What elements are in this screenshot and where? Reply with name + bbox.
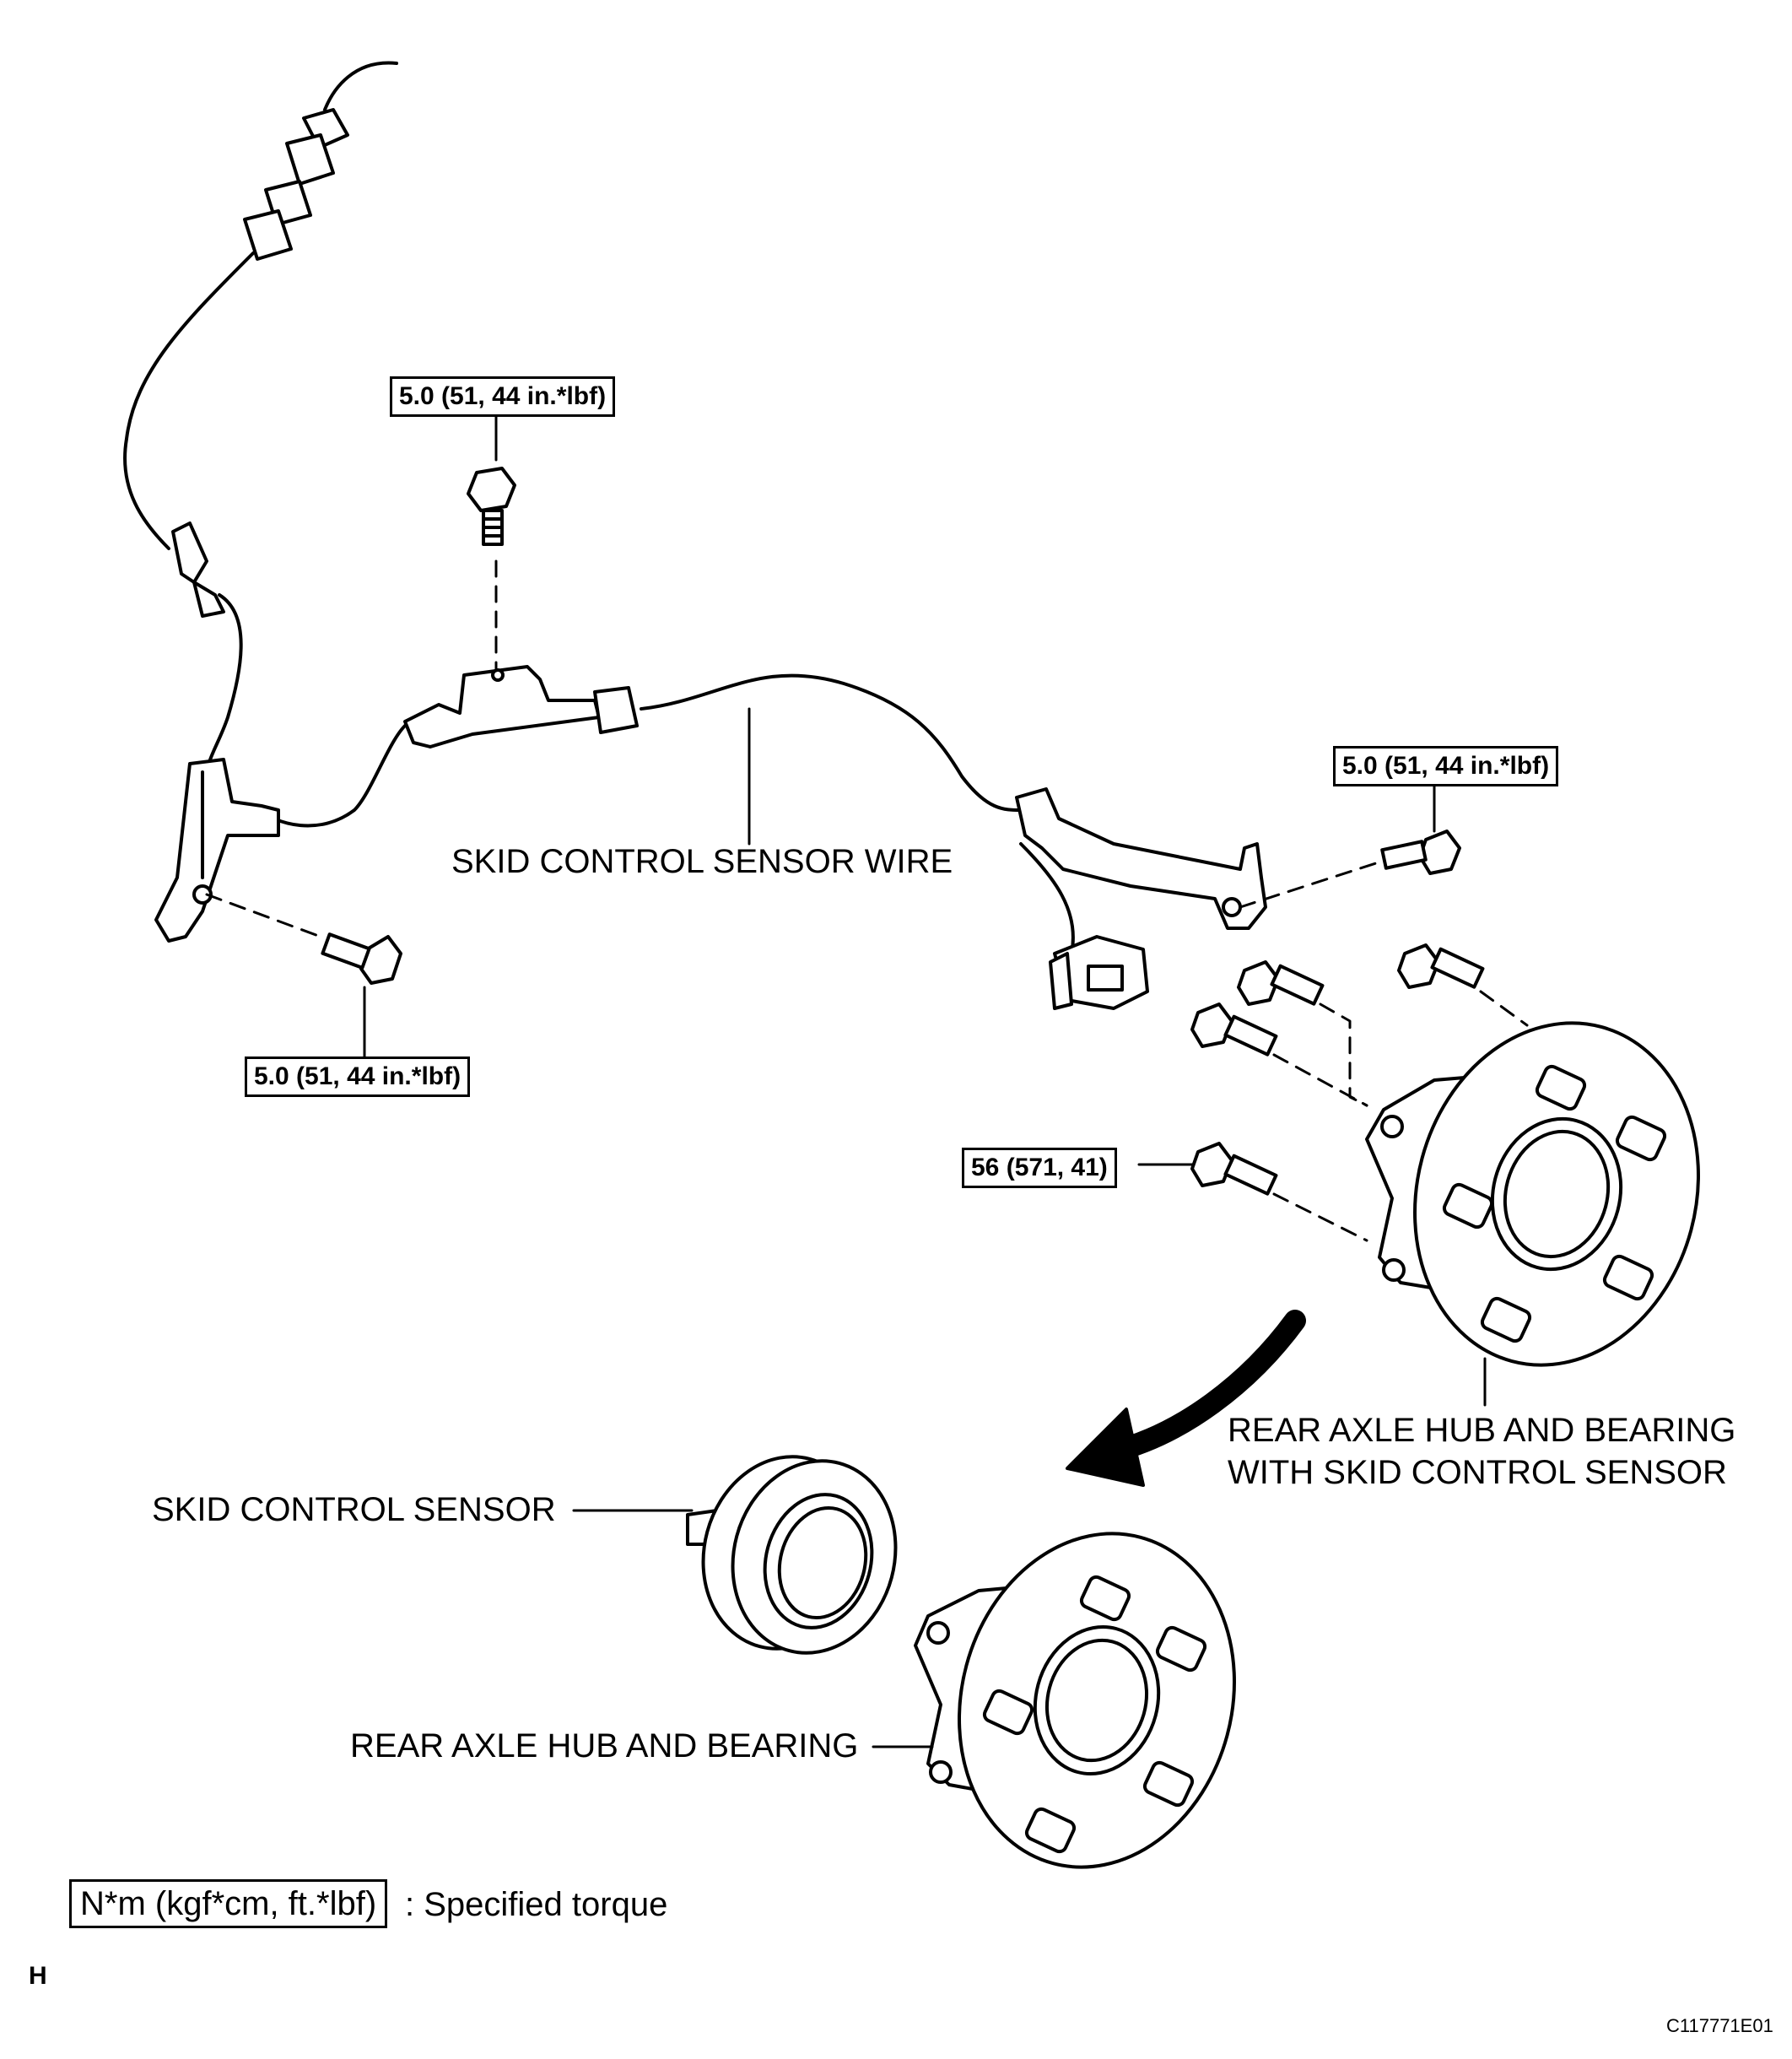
left-wire-bracket: [154, 758, 280, 943]
legend-torque-unit-box: N*m (kgf*cm, ft.*lbf): [69, 1879, 388, 1928]
left-bracket-bolt: [321, 932, 402, 985]
installation-guide-lines: [205, 559, 1529, 1242]
leader-lines: [363, 412, 1487, 1748]
skid-control-sensor-part: [686, 1455, 898, 1655]
legend-torque-description: : Specified torque: [405, 1886, 668, 1923]
hub-assembly-with-sensor: [1365, 1021, 1700, 1367]
label-rear-axle-hub: REAR AXLE HUB AND BEARING: [350, 1727, 859, 1764]
lower-hub-studs: [982, 1575, 1207, 1854]
label-rear-axle-hub-with-sensor-line2: WITH SKID CONTROL SENSOR: [1228, 1454, 1727, 1491]
hub-bolt-4: [1190, 1142, 1278, 1196]
hub-bolt-2: [1397, 943, 1485, 989]
rear-axle-hub-part: [914, 1532, 1236, 1869]
torque-callout-hub: 56 (571, 41): [962, 1148, 1117, 1188]
arrow-head: [1066, 1408, 1145, 1487]
torque-callout-top: 5.0 (51, 44 in.*lbf): [390, 376, 616, 417]
top-bracket-bolt: [467, 467, 516, 546]
torque-callout-right: 5.0 (51, 44 in.*lbf): [1333, 746, 1559, 786]
torque-callout-left: 5.0 (51, 44 in.*lbf): [245, 1057, 471, 1097]
label-rear-axle-hub-with-sensor-line1: REAR AXLE HUB AND BEARING: [1228, 1412, 1736, 1449]
hub-bolt-3: [1190, 1002, 1278, 1057]
wire-connector: [243, 108, 349, 261]
figure-code: C117771E01: [1666, 2015, 1773, 2036]
right-bracket-bolt: [1380, 830, 1461, 875]
disassembly-arrow: [1103, 1310, 1306, 1462]
sensor-plug: [1049, 935, 1149, 1010]
wire-grommet: [171, 522, 225, 618]
right-wire-bracket: [1015, 787, 1267, 930]
label-skid-control-sensor: SKID CONTROL SENSOR: [152, 1491, 556, 1528]
page-letter: H: [29, 1962, 47, 1990]
center-wire-bracket: [403, 665, 639, 748]
label-skid-control-sensor-wire: SKID CONTROL SENSOR WIRE: [451, 843, 953, 880]
hub-studs: [1442, 1064, 1667, 1343]
hub-bolt-1: [1237, 960, 1325, 1006]
